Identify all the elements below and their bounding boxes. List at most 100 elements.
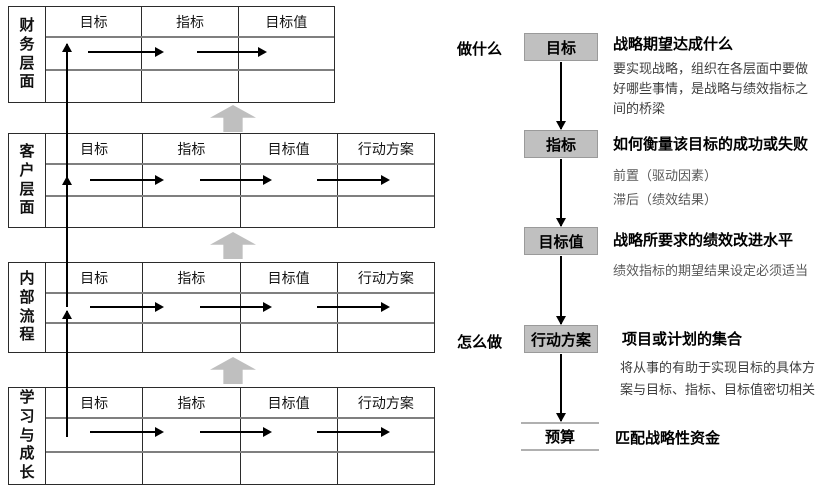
header-row: 目标 指标 目标值 行动方案: [46, 263, 434, 294]
arrow-row: [46, 419, 434, 453]
layer-table-learning-growth: 学习与成长 目标 指标 目标值 行动方案: [8, 387, 435, 485]
step-title: 匹配战略性资金: [615, 430, 721, 447]
causality-arrow-icon: [62, 310, 72, 437]
table-cell: [46, 294, 144, 322]
column-header: 目标: [46, 388, 144, 417]
header-row: 目标 指标 目标值 行动方案: [46, 388, 434, 419]
step-down-arrow-icon: [556, 159, 566, 227]
column-header: 目标: [46, 7, 143, 36]
layer-grid: 目标 指标 目标值 行动方案: [46, 388, 434, 484]
table-cell: [46, 452, 144, 484]
flow-arrow-icon: [200, 302, 272, 312]
arrow-row: [46, 294, 434, 324]
column-header: 目标值: [241, 263, 338, 292]
table-cell: [143, 294, 241, 322]
layer-label-text: 内部流程: [19, 270, 35, 344]
column-header: 目标值: [265, 13, 308, 30]
step-desc: 前置（驱动因素）: [613, 168, 718, 183]
table-cell: [46, 419, 144, 451]
table-cell: [241, 324, 338, 352]
table-cell: [46, 38, 143, 69]
layer-grid: 目标 指标 目标值: [46, 7, 334, 102]
layer-grid: 目标 指标 目标值 行动方案: [46, 263, 434, 352]
step-box-target: 目标值: [524, 227, 598, 255]
flow-arrow-icon: [90, 175, 164, 185]
layer-label-text: 财务层面: [19, 17, 35, 91]
level-up-arrow-icon: [210, 357, 256, 384]
table-cell: [338, 453, 434, 485]
step-desc: 绩效指标的期望结果设定必须适当: [613, 263, 809, 278]
empty-row: [46, 452, 434, 485]
flow-arrow-icon: [90, 427, 164, 437]
causality-arrow-icon: [62, 43, 72, 180]
column-header: 行动方案: [357, 269, 414, 286]
step-down-arrow-icon: [556, 354, 566, 422]
column-header: 指标: [142, 7, 239, 36]
layer-label: 财务层面: [9, 7, 46, 102]
layer-label: 内部流程: [9, 263, 46, 352]
step-title: 战略期望达成什么: [613, 36, 734, 53]
layer-grid: 目标 指标 目标值 行动方案: [46, 134, 434, 227]
step-desc: 将从事的有助于实现目标的具体方案与目标、指标、目标值密切相关: [620, 360, 816, 397]
table-cell: [143, 452, 241, 484]
flow-arrow-icon: [200, 427, 272, 437]
level-up-arrow-icon: [210, 105, 256, 132]
column-header: 指标: [143, 134, 241, 163]
table-cell: [46, 197, 144, 227]
empty-row: [46, 71, 334, 102]
what-label: 做什么: [457, 41, 503, 58]
table-cell: [239, 71, 334, 102]
table-cell: [46, 71, 143, 102]
table-cell: [338, 324, 434, 352]
table-cell: [142, 71, 239, 102]
table-cell: [241, 419, 338, 451]
column-header: 指标: [143, 263, 241, 292]
step-box-goal: 目标: [524, 33, 598, 61]
column-header: 指标: [143, 388, 241, 417]
flow-arrow-icon: [197, 47, 267, 57]
table-cell: [338, 197, 434, 227]
step-desc: 滞后（绩效结果）: [613, 192, 718, 207]
column-header: 目标值: [241, 388, 338, 417]
layer-table-financial: 财务层面 目标 指标 目标值: [8, 6, 335, 103]
arrow-row: [46, 38, 334, 71]
empty-row: [46, 324, 434, 352]
layer-label-text: 学习与成长: [19, 389, 35, 482]
flow-arrow-icon: [317, 302, 390, 312]
layer-label: 客户层面: [9, 134, 46, 227]
arrow-row: [46, 165, 434, 197]
level-up-arrow-icon: [210, 232, 256, 259]
step-title: 项目或计划的集合: [622, 331, 743, 348]
layer-label-text: 客户层面: [19, 143, 35, 217]
column-header: 行动方案: [357, 394, 414, 411]
flow-arrow-icon: [90, 302, 164, 312]
table-cell: [241, 294, 338, 322]
step-title: 如何衡量该目标的成功或失败: [613, 136, 809, 153]
empty-row: [46, 197, 434, 227]
table-cell: [143, 324, 241, 352]
table-cell: [241, 197, 338, 227]
flow-arrow-icon: [88, 47, 164, 57]
header-row: 目标 指标 目标值: [46, 7, 334, 38]
table-cell: [143, 419, 241, 451]
step-down-arrow-icon: [556, 256, 566, 325]
flow-arrow-icon: [317, 427, 390, 437]
layer-label: 学习与成长: [9, 388, 46, 484]
budget-box: 预算: [521, 422, 599, 451]
step-box-indicator: 指标: [524, 130, 598, 158]
step-desc: 要实现战略，组织在各层面中要做好哪些事情，是战略与绩效指标之间的桥梁: [613, 61, 809, 116]
flow-arrow-icon: [200, 175, 272, 185]
header-row: 目标 指标 目标值 行动方案: [46, 134, 434, 165]
column-header: 目标: [46, 134, 144, 163]
step-down-arrow-icon: [556, 62, 566, 130]
step-title: 战略所要求的绩效改进水平: [613, 232, 794, 249]
step-box-action-plan: 行动方案: [524, 325, 598, 353]
causality-arrow-icon: [62, 176, 72, 307]
how-label: 怎么做: [457, 334, 503, 351]
column-header: 目标: [46, 263, 144, 292]
table-cell: [239, 38, 334, 69]
column-header: 目标值: [241, 134, 338, 163]
table-cell: [46, 324, 144, 352]
column-header: 行动方案: [357, 140, 414, 157]
